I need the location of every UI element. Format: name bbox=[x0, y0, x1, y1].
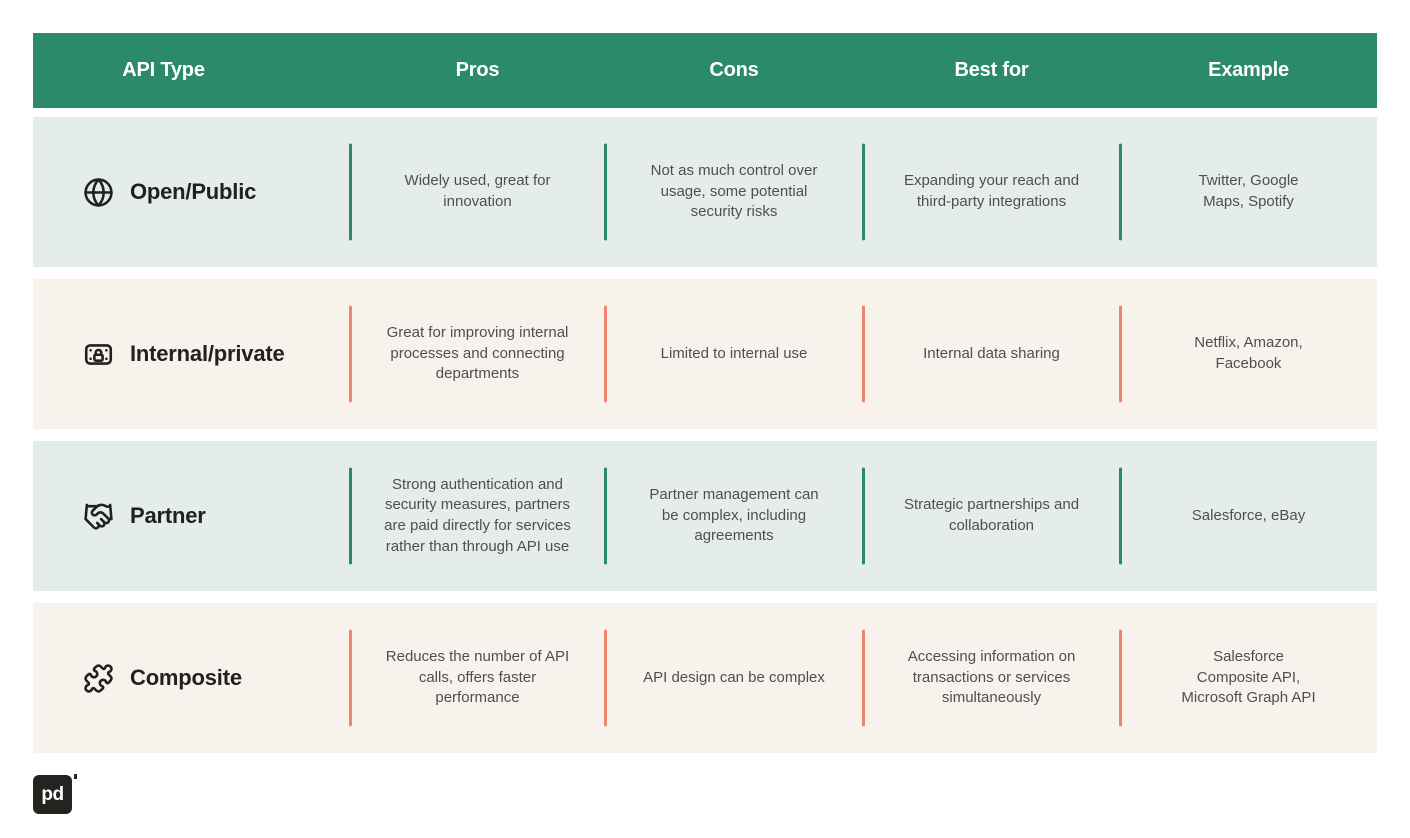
cell-divider bbox=[348, 467, 352, 565]
cell-divider bbox=[603, 143, 607, 241]
cell-divider bbox=[1118, 305, 1122, 403]
example-text: Salesforce, eBay bbox=[1191, 506, 1306, 524]
cons-cell: Not as much control over usage, some pot… bbox=[603, 117, 863, 267]
example-cell: Salesforce Composite API, Microsoft Grap… bbox=[1118, 603, 1377, 753]
api-comparison-table: API Type Pros Cons Best for Example Open… bbox=[33, 33, 1377, 814]
pros-text: Widely used, great for innovation bbox=[404, 172, 551, 210]
table-row-composite: Composite Reduces the number of API call… bbox=[33, 603, 1377, 753]
pros-text: Strong authentication and security measu… bbox=[384, 475, 571, 555]
cell-divider bbox=[603, 467, 607, 565]
pros-text: Reduces the number of API calls, offers … bbox=[385, 647, 570, 707]
cons-text: API design can be complex bbox=[643, 668, 825, 686]
best-for-text: Internal data sharing bbox=[923, 344, 1060, 362]
cons-text: Not as much control over usage, some pot… bbox=[650, 161, 818, 221]
header-cons: Cons bbox=[709, 59, 759, 81]
best-for-cell: Internal data sharing bbox=[861, 279, 1120, 429]
cons-text: Partner management can be complex, inclu… bbox=[649, 485, 819, 545]
example-cell: Salesforce, eBay bbox=[1118, 441, 1377, 591]
id-badge-lock-icon bbox=[83, 339, 114, 370]
best-for-cell: Expanding your reach and third-party int… bbox=[861, 117, 1120, 267]
example-cell: Netflix, Amazon, Facebook bbox=[1118, 279, 1377, 429]
best-for-cell: Strategic partnerships and collaboration bbox=[861, 441, 1120, 591]
table-row-partner: Partner Strong authentication and securi… bbox=[33, 441, 1377, 591]
pros-cell: Strong authentication and security measu… bbox=[348, 441, 605, 591]
table-row-internal-private: Internal/private Great for improving int… bbox=[33, 279, 1377, 429]
example-text: Netflix, Amazon, Facebook bbox=[1194, 334, 1303, 372]
cell-divider bbox=[603, 629, 607, 727]
logo-text: pd bbox=[41, 783, 64, 805]
cell-divider bbox=[348, 629, 352, 727]
best-for-text: Expanding your reach and third-party int… bbox=[903, 172, 1080, 210]
globe-icon bbox=[83, 177, 114, 208]
table-header: API Type Pros Cons Best for Example bbox=[33, 33, 1377, 108]
cons-text: Limited to internal use bbox=[660, 344, 808, 362]
best-for-text: Strategic partnerships and collaboration bbox=[903, 496, 1080, 534]
cell-divider bbox=[861, 629, 865, 727]
api-type-cell: Partner bbox=[33, 441, 350, 591]
cell-divider bbox=[1118, 467, 1122, 565]
api-type-label: Partner bbox=[130, 503, 206, 528]
api-type-label: Open/Public bbox=[130, 179, 257, 204]
cell-divider bbox=[1118, 143, 1122, 241]
example-text: Salesforce Composite API, Microsoft Grap… bbox=[1181, 647, 1316, 707]
header-api-type: API Type bbox=[122, 59, 205, 81]
cell-divider bbox=[348, 143, 352, 241]
cell-divider bbox=[603, 305, 607, 403]
cell-divider bbox=[861, 305, 865, 403]
cons-cell: API design can be complex bbox=[603, 603, 863, 753]
cell-divider bbox=[348, 305, 352, 403]
cell-divider bbox=[861, 467, 865, 565]
api-type-cell: Internal/private bbox=[33, 279, 350, 429]
api-type-cell: Open/Public bbox=[33, 117, 350, 267]
example-cell: Twitter, Google Maps, Spotify bbox=[1118, 117, 1377, 267]
cell-divider bbox=[861, 143, 865, 241]
best-for-text: Accessing information on transactions or… bbox=[907, 647, 1076, 707]
header-example: Example bbox=[1208, 59, 1289, 81]
registered-mark bbox=[74, 774, 77, 779]
pros-cell: Reduces the number of API calls, offers … bbox=[348, 603, 605, 753]
pandadoc-logo: pd bbox=[33, 774, 77, 814]
header-best-for: Best for bbox=[954, 59, 1029, 81]
api-type-label: Composite bbox=[130, 665, 242, 690]
table-row-open-public: Open/Public Widely used, great for innov… bbox=[33, 117, 1377, 267]
api-type-cell: Composite bbox=[33, 603, 350, 753]
pros-cell: Widely used, great for innovation bbox=[348, 117, 605, 267]
pros-text: Great for improving internal processes a… bbox=[386, 323, 569, 383]
handshake-icon bbox=[83, 501, 114, 532]
header-pros: Pros bbox=[455, 59, 500, 81]
cell-divider bbox=[1118, 629, 1122, 727]
best-for-cell: Accessing information on transactions or… bbox=[861, 603, 1120, 753]
puzzle-icon bbox=[83, 663, 114, 694]
pros-cell: Great for improving internal processes a… bbox=[348, 279, 605, 429]
api-type-label: Internal/private bbox=[130, 341, 285, 366]
cons-cell: Limited to internal use bbox=[603, 279, 863, 429]
cons-cell: Partner management can be complex, inclu… bbox=[603, 441, 863, 591]
example-text: Twitter, Google Maps, Spotify bbox=[1198, 172, 1299, 210]
